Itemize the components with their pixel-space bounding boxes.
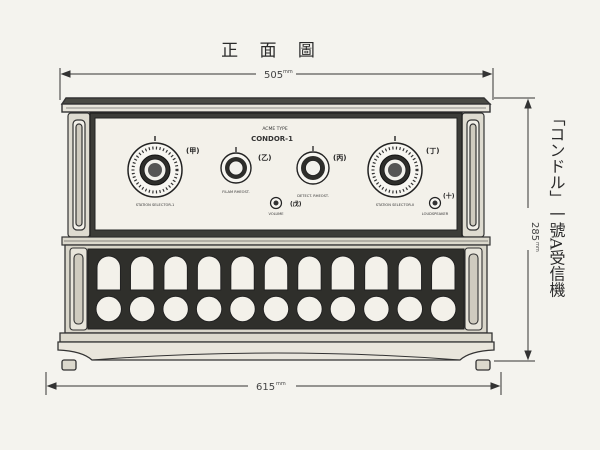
speaker-grille bbox=[95, 255, 457, 323]
grille-circle bbox=[396, 295, 424, 323]
brand-small: ACME TYPE bbox=[262, 126, 288, 132]
detector-rheostat-knob[interactable] bbox=[296, 146, 330, 185]
grille-circle bbox=[195, 295, 223, 323]
dial-1-label: (甲) bbox=[186, 147, 199, 155]
height-dimension bbox=[494, 97, 535, 362]
bottom-width-value: 615 bbox=[256, 382, 275, 393]
lower-right-pillar bbox=[464, 247, 483, 331]
loudspeaker-jack-knob[interactable] bbox=[428, 196, 442, 210]
grille-circle bbox=[128, 295, 156, 323]
switch-1-label: (戊) bbox=[290, 200, 302, 208]
switch-2-label: (十) bbox=[443, 192, 455, 200]
grille-arch bbox=[230, 255, 255, 291]
grille-arch bbox=[129, 255, 155, 291]
dial-4-label: (丁) bbox=[426, 147, 439, 155]
knob-3-label: (丙) bbox=[333, 154, 346, 162]
grille-arch bbox=[297, 255, 322, 291]
station-selector-dial-2[interactable] bbox=[367, 136, 423, 198]
dial-4-caption: STATION SELECTOR-II bbox=[376, 203, 414, 207]
grille-arch bbox=[96, 255, 121, 291]
switch-2-caption: LOUDSPEAKER bbox=[422, 212, 449, 216]
grille-arch bbox=[163, 255, 188, 291]
grille-circle bbox=[329, 295, 357, 323]
bottom-width-unit: mm bbox=[276, 381, 286, 387]
volume-switch-knob[interactable] bbox=[269, 196, 283, 210]
top-width-value: 505 bbox=[264, 70, 283, 81]
knob-2-caption: FILAM RHEOST. bbox=[222, 190, 249, 194]
right-pillar bbox=[461, 112, 485, 238]
lower-left-pillar bbox=[69, 247, 88, 331]
grille-arch bbox=[364, 255, 389, 291]
grille-circle bbox=[95, 295, 122, 323]
top-width-unit: mm bbox=[283, 69, 293, 75]
grille-circle bbox=[363, 295, 390, 323]
model-name: CONDOR-1 bbox=[251, 135, 293, 143]
dial-1-caption: STATION SELECTOR-1 bbox=[136, 203, 175, 207]
station-selector-dial-1[interactable] bbox=[127, 136, 183, 198]
top-width-dimension bbox=[59, 68, 494, 100]
grille-circle bbox=[430, 295, 457, 323]
grille-arch bbox=[196, 255, 222, 291]
height-unit: mm bbox=[534, 242, 540, 252]
grille-circle bbox=[296, 295, 323, 323]
knob-3-caption: DETECT. RHEOST. bbox=[297, 194, 329, 198]
switch-1-caption: VOLUME bbox=[268, 212, 284, 216]
grille-arch bbox=[397, 255, 423, 291]
cabinet-lid bbox=[60, 97, 492, 113]
grille-arch bbox=[263, 255, 289, 291]
grille-circle bbox=[229, 295, 256, 323]
middle-ledge bbox=[61, 236, 491, 246]
grille-arch bbox=[330, 255, 356, 291]
receiver-name-caption: 「コンドル」一號A受信機 bbox=[547, 110, 566, 299]
grille-arch bbox=[431, 255, 456, 291]
drawing-title: 正 面 圖 bbox=[221, 41, 323, 61]
bottom-width-dimension bbox=[45, 372, 502, 395]
left-pillar bbox=[67, 112, 91, 238]
grille-circle bbox=[162, 295, 189, 323]
height-value: 285 bbox=[529, 222, 540, 241]
cabinet-base bbox=[57, 332, 495, 371]
filament-rheostat-knob[interactable] bbox=[220, 147, 252, 184]
knob-2-label: (乙) bbox=[258, 154, 271, 162]
grille-circle bbox=[262, 295, 290, 323]
